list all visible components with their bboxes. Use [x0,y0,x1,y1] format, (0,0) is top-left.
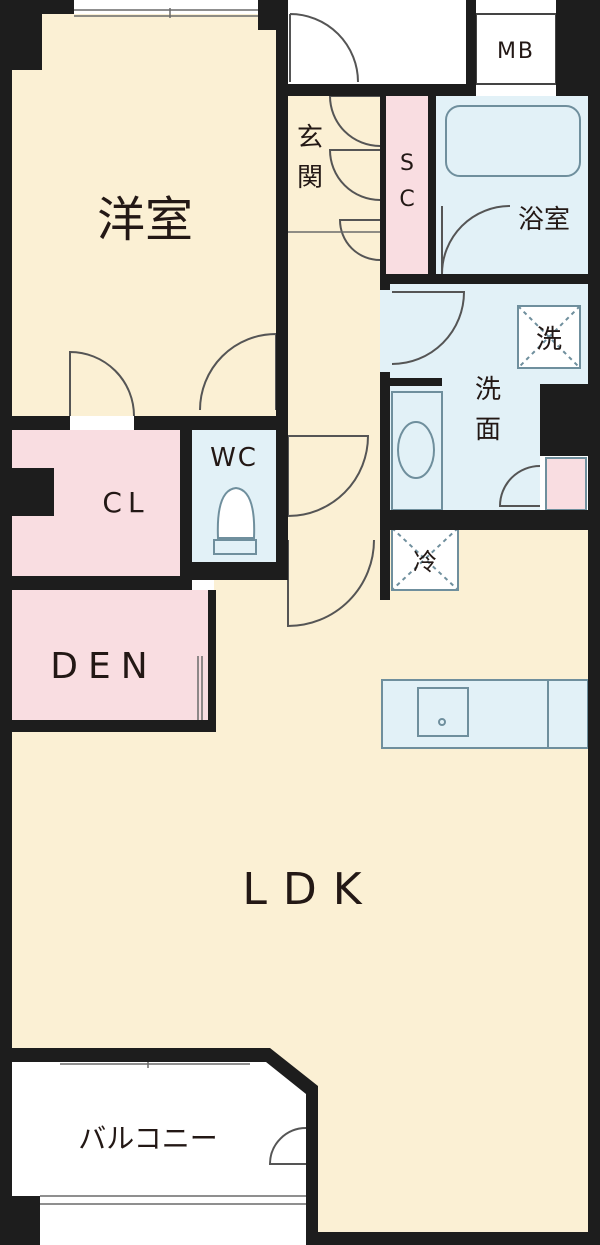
wc-label: WC [210,443,258,473]
wall-western-bottom-a [0,416,70,430]
wall-left [0,0,12,1245]
wall-washroom-inner-top [390,378,442,386]
cl-label: CL [102,486,149,519]
door-sc-b [328,149,381,201]
wall-top-western [0,0,74,14]
den-area [12,590,208,720]
den-label: DEN [50,646,157,687]
bath-label: 浴室 [518,205,570,235]
washroom-label-2: 面 [475,415,501,445]
wall-western-right [276,14,288,436]
fixtures [213,13,589,749]
wall-western-bottom-b [134,416,288,430]
wall-right [588,84,600,1245]
toilet-bowl-icon [216,486,256,539]
wall-washroom-mid [380,372,390,530]
wall-den-right [208,590,216,732]
door-washroom-lower [498,465,541,507]
genkan-label-2: 関 [297,163,323,193]
wall-corridor-right [380,530,390,600]
washroom-label-1: 洗 [475,375,501,405]
washroom-pink-box [545,457,587,511]
labels: 洋室 玄 関 S C MB 浴室 洗 洗 面 WC CL 冷 DEN LDK バ… [50,39,570,1155]
door-sc-a [328,95,381,147]
wall-wc-left [180,430,192,590]
wall-sc-bottom [380,274,588,284]
doors [69,13,541,1165]
ldk-label: LDK [242,864,377,915]
kitchen-counter [381,679,589,749]
wall-washroom-right-block [540,384,588,456]
wall-top-western-right [266,0,288,14]
door-entrance [289,13,359,83]
door-sc-c [338,219,381,261]
wall-mb-left [466,0,476,96]
washbasin-icon [397,421,435,479]
sc-area [386,96,428,274]
sc-label-2: C [399,187,414,212]
mb-label: MB [497,39,535,64]
balcony-area [12,1062,306,1196]
wall-wc-right [276,436,288,580]
corridor-area [288,234,380,530]
door-washroom [391,291,466,365]
wall-cl-bottom [0,576,192,590]
wall-cl-block [12,468,54,516]
door-western-room-a [69,350,135,417]
wall-sc-right [428,96,436,280]
wall-mb-right [556,0,600,96]
wall-genkan-top [288,84,468,96]
wall-bottom [306,1232,600,1245]
wall-washroom-bottom [380,510,588,530]
toilet-tank-icon [213,539,257,555]
door-bath [441,205,511,275]
balcony-label: バルコニー [78,1122,217,1155]
wall-sc-left [380,96,386,276]
kitchen-sink-icon [417,687,469,737]
wall-ldk-bottom-left [0,1048,318,1232]
door-balcony [268,1127,307,1165]
wall-bottom-left-block [0,1196,40,1245]
door-corridor [287,539,375,628]
wall-den-bottom [0,720,216,732]
genkan-label-1: 玄 [297,123,323,153]
bathtub [445,105,581,177]
door-wc [287,435,370,518]
ldk-area-left [12,730,216,1054]
wall-washroom-left [380,284,390,290]
wall-wc-bottom [180,562,288,580]
western-room-label: 洋室 [97,192,193,248]
fridge-label: 冷 [413,548,437,576]
washer-label: 洗 [536,325,562,355]
sc-label-1: S [400,151,414,176]
